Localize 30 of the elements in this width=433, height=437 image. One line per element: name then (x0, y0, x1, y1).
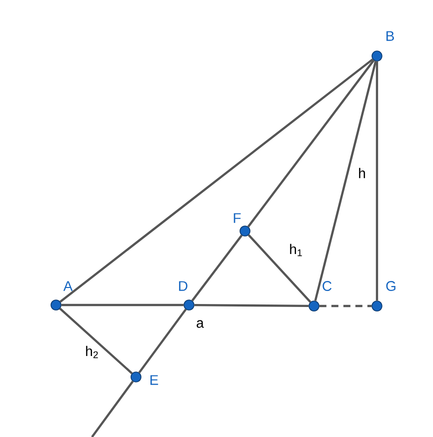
node-label: B (386, 31, 394, 41)
line-segment (194, 304, 309, 308)
line-segment (191, 234, 243, 302)
line-segment (91, 380, 134, 437)
labeled-point: C (308, 281, 332, 312)
labeled-point: D (179, 281, 194, 310)
line-segment (59, 308, 133, 374)
edge-label: h$_{2}$ (86, 346, 98, 358)
node-label: A (63, 281, 73, 291)
line-segment (314, 60, 377, 302)
line-segment (60, 58, 374, 303)
line-segment (248, 234, 312, 303)
line-segment (247, 60, 375, 228)
node-label: E (150, 375, 158, 385)
line-segment (61, 304, 184, 306)
node-label: G (386, 281, 396, 291)
labeled-point: B (372, 31, 394, 62)
edge-label: h$_{1}$ (290, 244, 302, 256)
line-segment (319, 304, 372, 308)
labeled-point: G (372, 281, 396, 312)
node-label: F (234, 213, 241, 223)
labeled-point: E (130, 372, 158, 385)
edge-label: h (359, 168, 365, 178)
node-label: C (322, 281, 332, 291)
labeled-point: A (50, 281, 73, 310)
labeled-point: F (234, 213, 250, 236)
line-segment (138, 308, 187, 374)
edge-label: a (196, 320, 204, 328)
node-label: D (179, 281, 188, 291)
line-segment (376, 61, 378, 301)
